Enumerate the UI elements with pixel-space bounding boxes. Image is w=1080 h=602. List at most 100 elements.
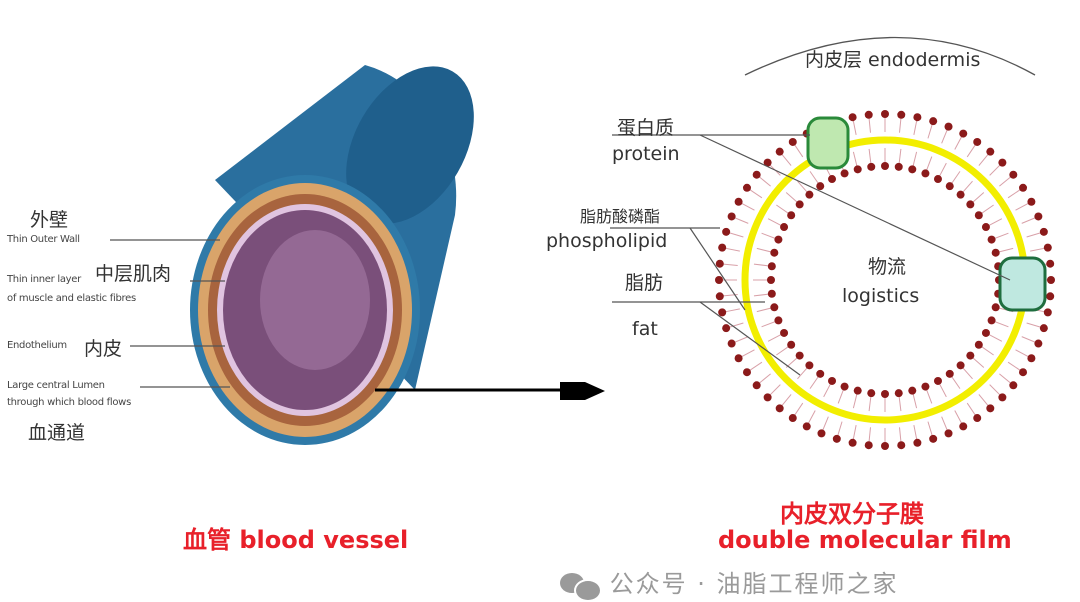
outer-phospholipid-head [788, 414, 797, 423]
inner-phospholipid-head [853, 165, 862, 174]
outer-phospholipid-head [944, 122, 953, 131]
inner-phospholipid-head [816, 182, 825, 191]
outer-phospholipid-head [973, 414, 982, 423]
inner-phospholipid-head [770, 303, 779, 312]
fat-en: fat [632, 318, 658, 340]
outer-phospholipid-head [913, 438, 922, 447]
outer-phospholipid-head [944, 429, 953, 438]
protein-channel-top [806, 116, 850, 170]
inner-phospholipid-head [840, 382, 849, 391]
inner-phospholipid-head [774, 235, 783, 244]
inner-phospholipid-head [991, 248, 1000, 257]
endodermis-arc [744, 36, 1036, 76]
outer-phospholipid-head [848, 113, 857, 122]
outer-phospholipid-head [864, 110, 873, 119]
inner-phospholipid-head [933, 175, 942, 184]
inner-phospholipid-head [805, 361, 814, 370]
outer-phospholipid-head [727, 339, 736, 348]
membrane-caption-en: double molecular film [718, 526, 1012, 554]
outer-phospholipid-head [848, 438, 857, 447]
inner-phospholipid-head [956, 190, 965, 199]
outer-phospholipid-head [959, 422, 968, 431]
inner-phospholipid-head [770, 248, 779, 257]
inner-phospholipid-head [881, 162, 889, 170]
middle-layer-en-2: of muscle and elastic fibres [7, 293, 136, 304]
inner-phospholipid-head [894, 162, 903, 171]
outer-phospholipid-head [1009, 170, 1018, 179]
inner-phospholipid-head [974, 340, 983, 349]
outer-phospholipid-head [998, 393, 1007, 402]
inner-phospholipid-head [921, 169, 930, 178]
outer-phospholipid-head [742, 183, 751, 192]
inner-phospholipid-head [987, 316, 996, 325]
inner-phospholipid-head [780, 328, 789, 337]
outer-phospholipid-head [1034, 339, 1043, 348]
outer-wall-cn: 外壁 [30, 209, 69, 231]
lumen-cn: 血通道 [28, 422, 86, 444]
inner-phospholipid-head [795, 200, 804, 209]
blood-vessel-illustration [190, 65, 474, 445]
inner-phospholipid-head [787, 211, 796, 220]
outer-phospholipid-head [752, 381, 761, 390]
inner-phospholipid-head [767, 289, 776, 298]
inner-phospholipid-head [767, 276, 775, 284]
outer-phospholipid-head [734, 354, 743, 363]
outer-phospholipid-head [763, 158, 772, 167]
inner-phospholipid-head [795, 351, 804, 360]
outer-phospholipid-head [742, 368, 751, 377]
outer-phospholipid-head [1027, 354, 1036, 363]
logistics-cn: 物流 [868, 256, 907, 278]
outer-phospholipid-head [1034, 212, 1043, 221]
outer-phospholipid-head [1043, 308, 1052, 317]
outer-phospholipid-head [1046, 292, 1055, 301]
membrane-leader-lines [610, 134, 1011, 376]
inner-phospholipid-head [774, 316, 783, 325]
lumen-en-2: through which blood flows [7, 397, 131, 408]
outer-phospholipid-head [718, 243, 727, 252]
membrane-caption-cn: 内皮双分子膜 [780, 500, 924, 528]
inner-phospholipid-head [787, 340, 796, 349]
inner-phospholipid-head [945, 369, 954, 378]
outer-phospholipid-head [832, 434, 841, 443]
outer-phospholipid-head [802, 422, 811, 431]
inner-phospholipid-head [908, 386, 917, 395]
outer-phospholipid-head [881, 110, 889, 118]
outer-phospholipid-head [1047, 276, 1055, 284]
outer-phospholipid-head [775, 404, 784, 413]
inner-phospholipid-head [816, 369, 825, 378]
outer-phospholipid-head [763, 393, 772, 402]
inner-phospholipid-head [966, 200, 975, 209]
vessel-caption: 血管 blood vessel [183, 526, 409, 554]
inner-phospholipid-head [767, 262, 776, 271]
inner-phospholipid-head [867, 389, 876, 398]
inner-phospholipid-head [974, 211, 983, 220]
inner-phospholipid-head [933, 376, 942, 385]
outer-phospholipid-head [715, 276, 723, 284]
vessel-leader-lines [110, 239, 230, 388]
protein-channel-right [998, 256, 1047, 312]
lumen-en-1: Large central Lumen [7, 380, 105, 391]
inner-phospholipid-head [805, 190, 814, 199]
outer-phospholipid-head [775, 147, 784, 156]
middle-layer-cn: 中层肌肉 [95, 263, 172, 285]
outer-phospholipid-head [788, 137, 797, 146]
outer-phospholipid-head [986, 147, 995, 156]
outer-phospholipid-head [727, 212, 736, 221]
outer-phospholipid-head [722, 324, 731, 333]
bilayer-membrane [715, 110, 1055, 450]
fat-layer-ring [741, 136, 1029, 424]
outer-phospholipid-head [1027, 197, 1036, 206]
outer-phospholipid-head [1039, 227, 1048, 236]
outer-phospholipid-head [1043, 243, 1052, 252]
endodermis-label: 内皮层 endodermis [805, 49, 981, 71]
inner-phospholipid-head [981, 223, 990, 232]
outer-phospholipid-head [929, 434, 938, 443]
wechat-icon [560, 571, 602, 602]
inner-phospholipid-head [956, 361, 965, 370]
inner-phospholipid-head [991, 303, 1000, 312]
inner-phospholipid-head [881, 390, 889, 398]
outer-wall-en: Thin Outer Wall [7, 234, 80, 245]
fat-cn: 脂肪 [625, 272, 664, 294]
outer-phospholipid-head [715, 259, 724, 268]
